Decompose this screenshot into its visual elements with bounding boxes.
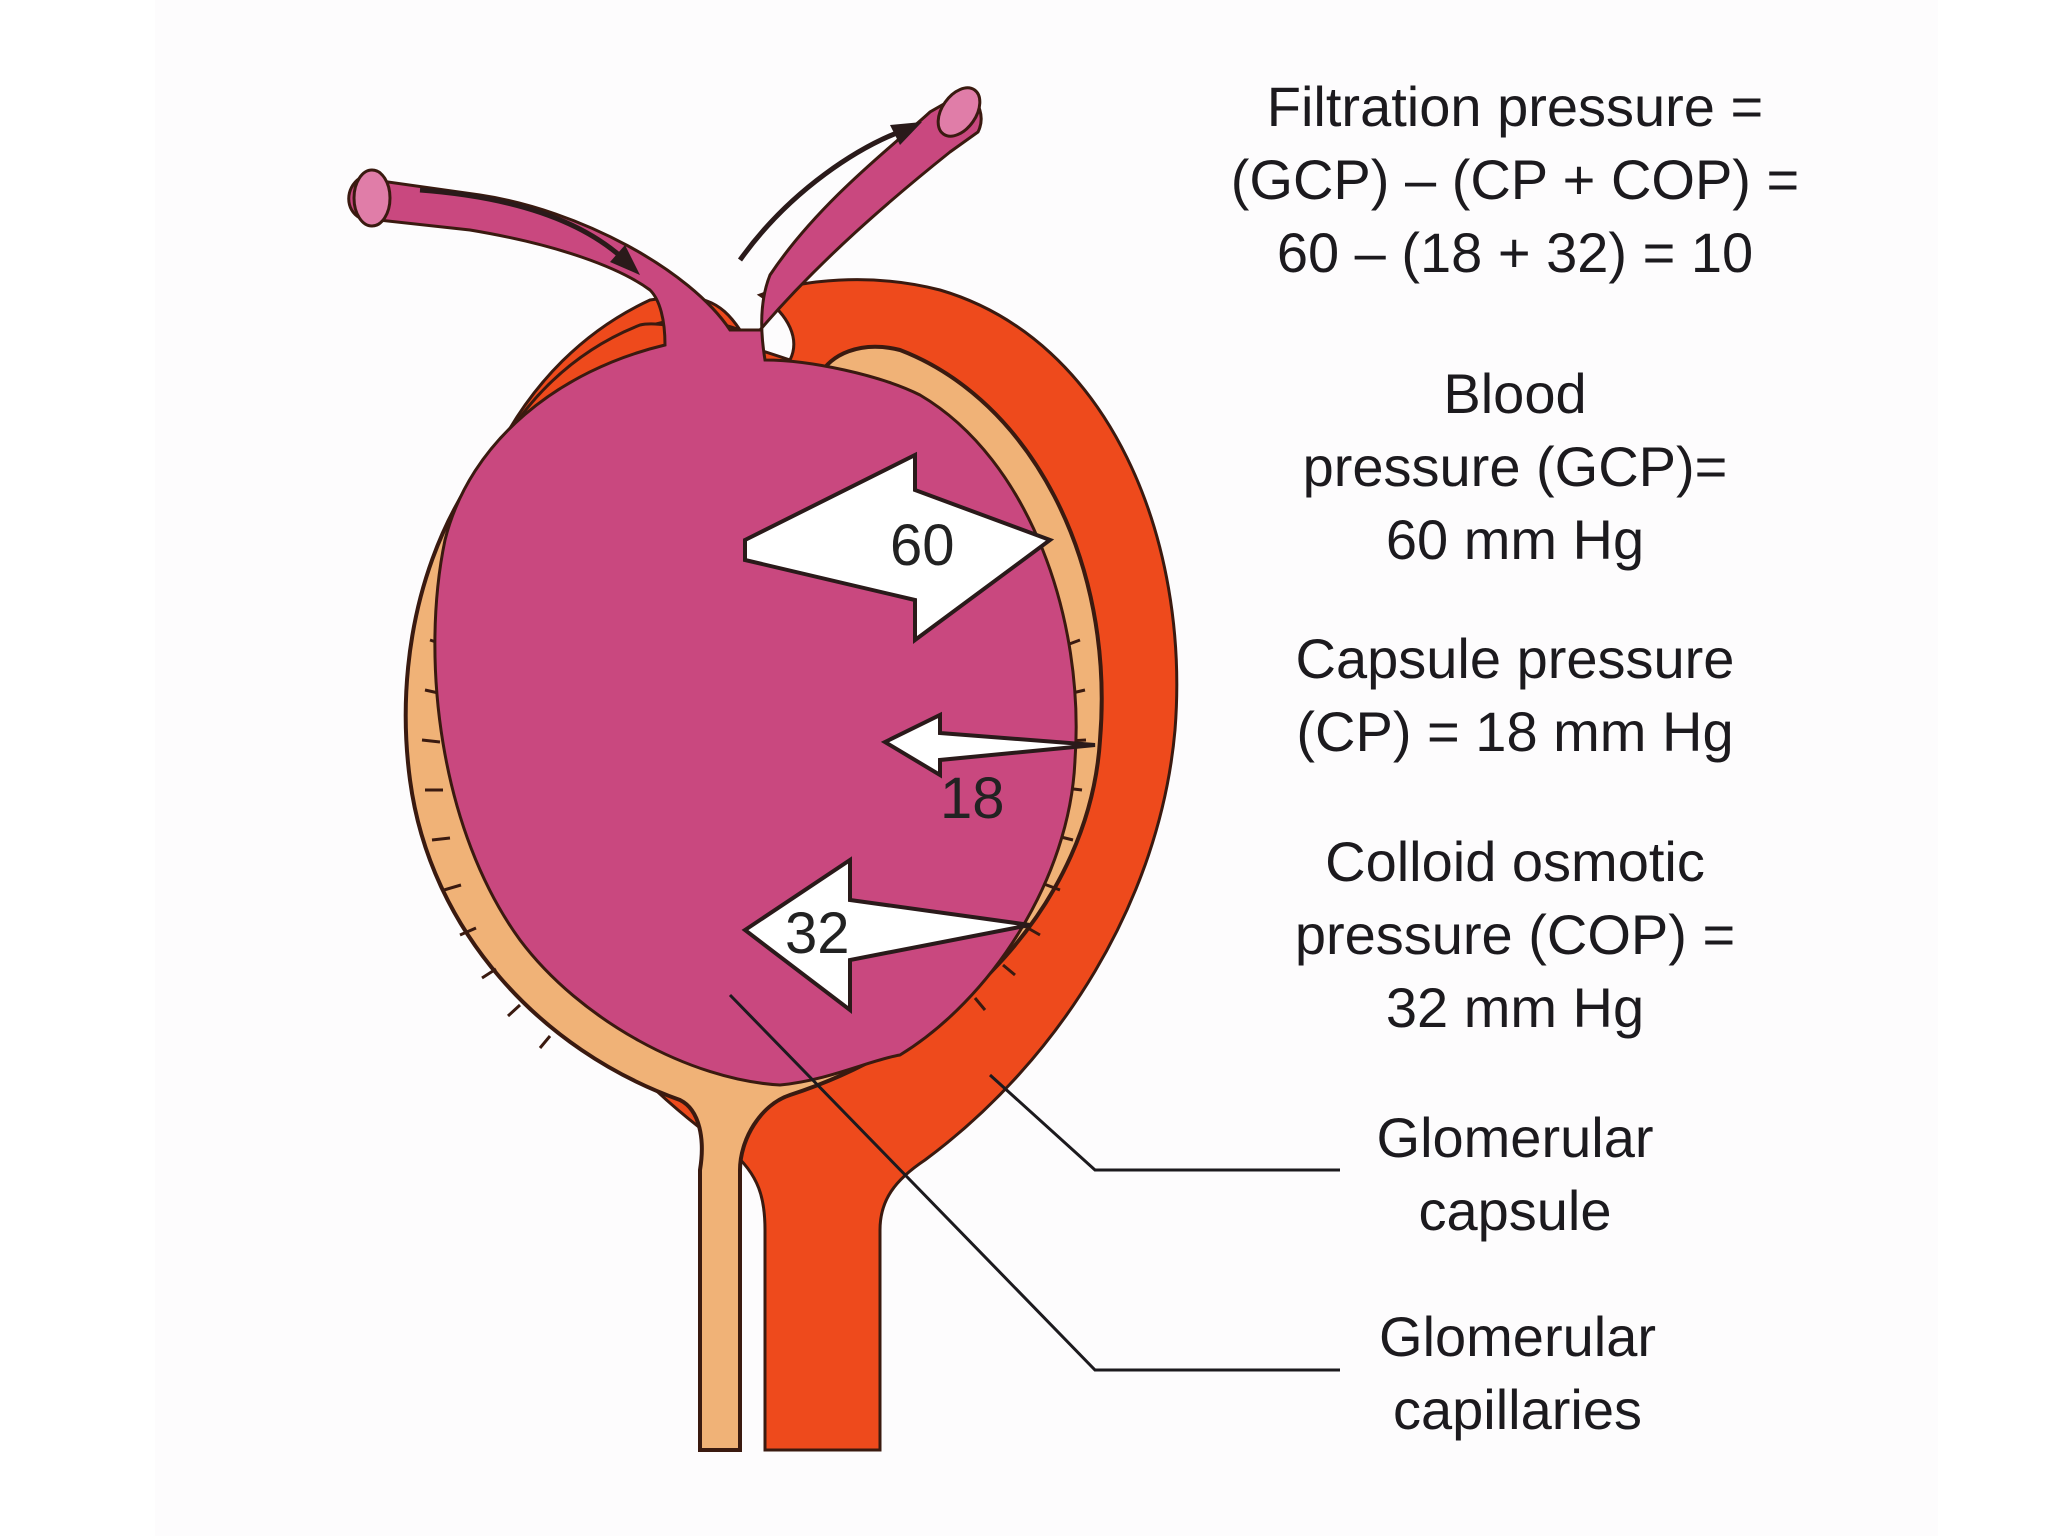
formula-line-3: 60 – (18 + 32) = 10 <box>1276 221 1754 284</box>
formula-line-2: (GCP) – (CP + COP) = <box>1230 148 1800 211</box>
gcp-arrow-value: 60 <box>890 513 955 578</box>
cop-arrow <box>741 856 1031 1015</box>
capillaries-leader-line <box>728 993 1340 1372</box>
formula-line-1: Filtration pressure = <box>1266 75 1764 138</box>
cp-arrow <box>880 711 1096 779</box>
cp-arrow-value: 18 <box>940 766 1005 831</box>
glomerular-capillaries-shape <box>347 86 1078 1087</box>
pressure-arrows <box>741 451 1096 1015</box>
capsule-leader-line <box>988 1073 1340 1172</box>
gcp-arrow <box>743 451 1055 644</box>
cop-arrow-value: 32 <box>785 901 850 966</box>
